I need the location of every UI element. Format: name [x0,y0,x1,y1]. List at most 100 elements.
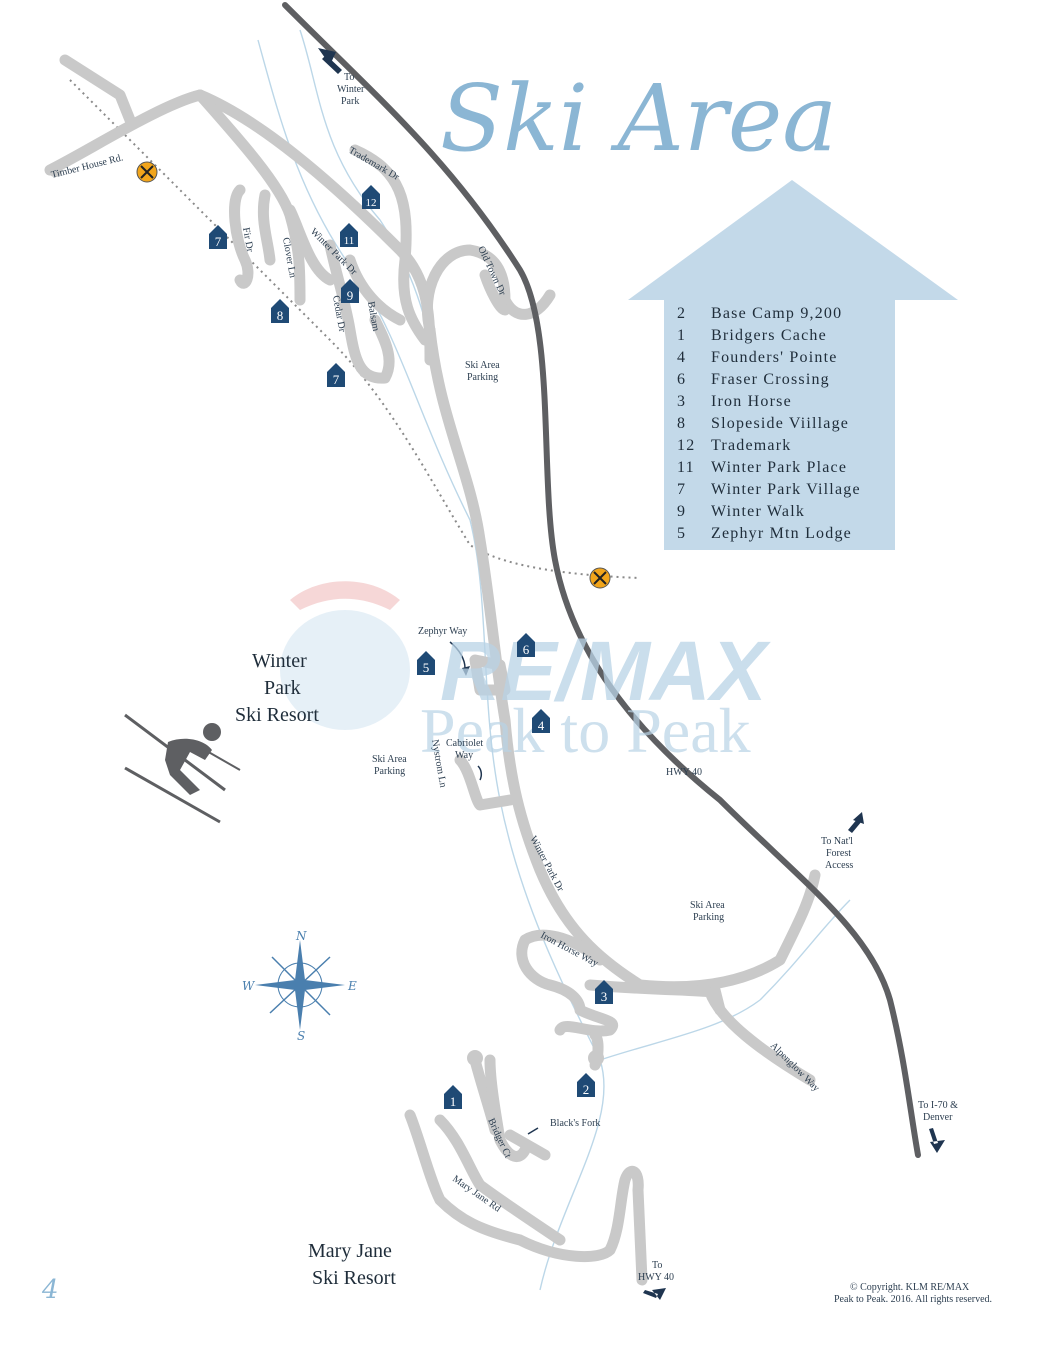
label-ski-area-parking: Ski Area [372,754,407,765]
legend-number: 6 [677,371,686,388]
label-to-hwy-40: HWY 40 [638,1272,674,1283]
legend: 2 Base Camp 9,200 1 Bridgers Cache 4 Founders… [628,180,958,550]
legend-name: Trademark [711,437,791,454]
marker-number: 2 [583,1082,590,1097]
copyright-line: Peak to Peak. 2016. All rights reserved. [834,1294,992,1305]
label-ski-area-parking: Parking [693,912,724,923]
building-marker: 6 [517,633,535,657]
house-icon [340,223,358,247]
legend-name: Slopeside Viillage [711,415,849,432]
label-zephyr-way: Zephyr Way [418,626,467,637]
building-marker: 2 [577,1073,595,1097]
compass-n: N [295,929,307,943]
building-marker: 7 [327,363,345,387]
legend-number: 7 [677,481,686,498]
house-icon [595,980,613,1004]
compass-e: E [347,979,357,993]
building-marker: 7 [209,225,227,249]
page-title: Ski Area [440,65,837,172]
legend-number: 3 [677,393,686,410]
building-marker: 12 [362,185,380,209]
label-ski-area-parking: Ski Area [690,900,725,911]
label-to-natl-forest: To Nat'l [821,836,853,847]
legend-name: Founders' Pointe [711,349,838,366]
compass-rose-icon: N S E W [242,929,357,1043]
legend-number: 5 [677,525,686,542]
label-to-winter-park: To [344,72,354,83]
marker-number: 11 [344,235,355,247]
label-to-i70: To I-70 & [918,1100,958,1111]
marker-number: 8 [277,308,284,323]
label-fir-dr: Fir Dr [240,227,255,254]
remax-watermark: RE/MAX Peak to Peak [280,581,772,766]
house-icon [362,185,380,209]
house-icon [517,633,535,657]
house-icon [341,279,359,303]
legend-number: 8 [677,415,686,432]
marker-number: 12 [366,197,377,209]
legend-name: Iron Horse [711,393,792,410]
label-timber-house-rd: Timber House Rd. [50,152,124,181]
legend-name: Winter Park Village [711,481,861,498]
railroad-crossing-icon [136,161,611,589]
marker-number: 9 [347,288,354,303]
building-marker: 9 [341,279,359,303]
building-marker: 1 [444,1085,462,1109]
page-number: 4 [41,1275,59,1305]
legend-name: Winter Walk [711,503,805,520]
compass-w: W [242,979,256,993]
label-ski-area-parking: Ski Area [465,360,500,371]
legend-name: Winter Park Place [711,459,847,476]
house-icon [417,651,435,675]
marker-number: 7 [333,372,340,387]
legend-name: Zephyr Mtn Lodge [711,525,852,542]
direction-arrows [318,48,945,1300]
mary-jane-resort-label: Mary Jane [308,1240,392,1262]
legend-name: Base Camp 9,200 [711,305,842,322]
mary-jane-resort-label: Ski Resort [312,1267,396,1289]
building-marker: 11 [340,223,358,247]
house-icon [327,363,345,387]
label-cabriolet-way: Cabriolet [446,738,483,749]
building-marker: 3 [595,980,613,1004]
road-ends [48,163,604,1066]
highway-40 [282,2,921,1158]
label-blacks-fork: Black's Fork [550,1118,600,1129]
marker-number: 3 [601,989,608,1004]
winter-park-resort-label: Winter [252,650,307,672]
marker-number: 1 [450,1094,457,1109]
skier-icon [124,713,241,824]
resort-names: Winter Park Ski Resort Mary Jane Ski Res… [235,650,396,1289]
compass-s: S [297,1029,305,1043]
marker-number: 7 [215,234,222,249]
label-to-winter-park: Park [341,96,359,107]
label-hwy-40: HWY 40 [666,767,702,778]
label-cabriolet-way: Way [455,750,473,761]
legend-number: 12 [677,437,695,454]
legend-name: Fraser Crossing [711,371,830,388]
watermark-sub: Peak to Peak [420,695,751,766]
winter-park-resort-label: Ski Resort [235,704,319,726]
house-icon [444,1085,462,1109]
legend-number: 1 [677,327,686,344]
legend-house-shape [628,180,958,550]
label-alpenglow-way: Alpenglow Way [768,1040,822,1094]
legend-number: 4 [677,349,686,366]
house-icon [532,709,550,733]
label-balsam: Balsam [365,301,381,333]
legend-name: Bridgers Cache [711,327,827,344]
building-marker: 4 [532,709,550,733]
roads [44,54,821,1286]
label-ski-area-parking: Parking [467,372,498,383]
legend-number: 2 [677,305,686,322]
house-icon [209,225,227,249]
winter-park-resort-label: Park [264,677,301,699]
label-to-natl-forest: Access [825,860,853,871]
legend-number: 9 [677,503,686,520]
marker-number: 4 [538,718,545,733]
label-to-natl-forest: Forest [826,848,851,859]
house-icon [577,1073,595,1097]
building-marker: 5 [417,651,435,675]
watermark-brand: RE/MAX [440,624,772,718]
